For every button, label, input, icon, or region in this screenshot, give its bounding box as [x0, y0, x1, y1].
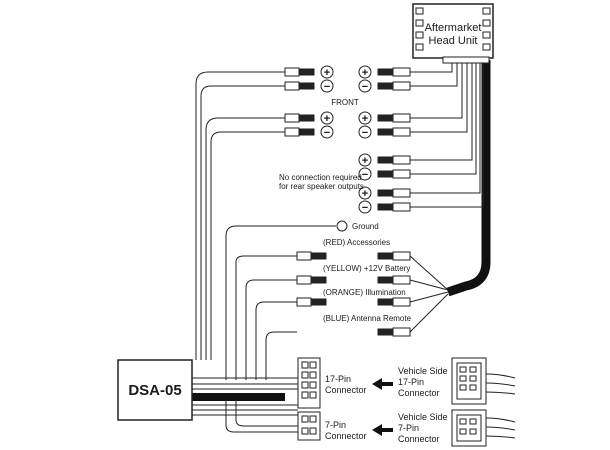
- vehicle-17pin-label-line3: Connector: [398, 388, 440, 398]
- plus-icon: +: [362, 155, 368, 167]
- ground-label: Ground: [352, 222, 379, 231]
- illumination-label: (ORANGE) Illumination: [323, 288, 406, 297]
- battery-label: (YELLOW) +12V Battery: [323, 264, 410, 273]
- vehicle-7pin-plug: [451, 409, 487, 447]
- vehicle-7pin-label-line2: 7-Pin: [398, 423, 419, 433]
- dsa-05-module: DSA-05: [117, 359, 193, 421]
- head-unit-speaker-wires: [410, 62, 484, 208]
- plus-icon: +: [362, 188, 368, 200]
- head-unit: Aftermarket Head Unit: [412, 3, 494, 64]
- dsa-ground-wire: [225, 225, 336, 380]
- vehicle-17pin-label-line2: 17-Pin: [398, 377, 424, 387]
- dsa-front-speaker-plugs: [284, 67, 315, 137]
- accessories-label: (RED) Accessories: [323, 238, 390, 247]
- head-unit-harness-cable: [446, 60, 491, 297]
- 7-pin-connector: [297, 411, 321, 441]
- dsa-illumination-wire: [255, 301, 297, 380]
- dsa-antenna-wire: [265, 331, 297, 380]
- head-unit-power-wires: [409, 255, 449, 333]
- 7-pin-label-line1: 7-Pin: [325, 420, 346, 430]
- dsa-7pin-wires: [225, 400, 298, 433]
- vehicle-17pin-label-line1: Vehicle Side: [398, 366, 448, 376]
- ground-terminal: Ground: [336, 220, 379, 232]
- plus-icon: +: [362, 67, 368, 79]
- rear-note-line1: No connection required: [279, 173, 362, 182]
- 17-pin-label-line1: 17-Pin: [325, 374, 351, 384]
- 7-pin-label-line2: Connector: [325, 431, 367, 441]
- 17-pin-connector: [297, 357, 321, 409]
- polarity-symbols: + − + − + − + − + − + −: [320, 65, 372, 214]
- vehicle-7pin-cable: [485, 417, 516, 439]
- vehicle-7pin-label-line1: Vehicle Side: [398, 412, 448, 422]
- plus-icon: +: [324, 113, 330, 125]
- plus-icon: +: [362, 113, 368, 125]
- antenna-label: (BLUE) Antenna Remote: [323, 314, 412, 323]
- head-unit-label-line1: Aftermarket: [425, 22, 482, 34]
- 17-pin-label-line2: Connector: [325, 385, 367, 395]
- vehicle-7pin-label-line3: Connector: [398, 434, 440, 444]
- head-unit-speaker-plugs: [377, 67, 411, 212]
- dsa-front-speaker-wires: [195, 71, 285, 360]
- dsa-accessories-wire: [235, 255, 297, 380]
- minus-icon: −: [324, 81, 330, 93]
- arrow-left-icon: [372, 424, 393, 436]
- rear-note-line2: for rear speaker outputs: [279, 182, 364, 191]
- power-wire-plugs: [296, 251, 411, 337]
- minus-icon: −: [362, 81, 368, 93]
- plus-icon: +: [324, 67, 330, 79]
- arrow-left-icon: [372, 378, 393, 390]
- minus-icon: −: [362, 127, 368, 139]
- dsa-05-label: DSA-05: [128, 382, 181, 399]
- minus-icon: −: [324, 127, 330, 139]
- vehicle-17pin-plug: [451, 357, 487, 405]
- front-label: FRONT: [331, 98, 359, 107]
- dsa-battery-wire: [245, 279, 297, 380]
- minus-icon: −: [362, 169, 368, 181]
- minus-icon: −: [362, 202, 368, 214]
- vehicle-17pin-cable: [485, 373, 516, 395]
- dsa-connector-wires: [192, 377, 298, 416]
- head-unit-label-line2: Head Unit: [429, 35, 478, 47]
